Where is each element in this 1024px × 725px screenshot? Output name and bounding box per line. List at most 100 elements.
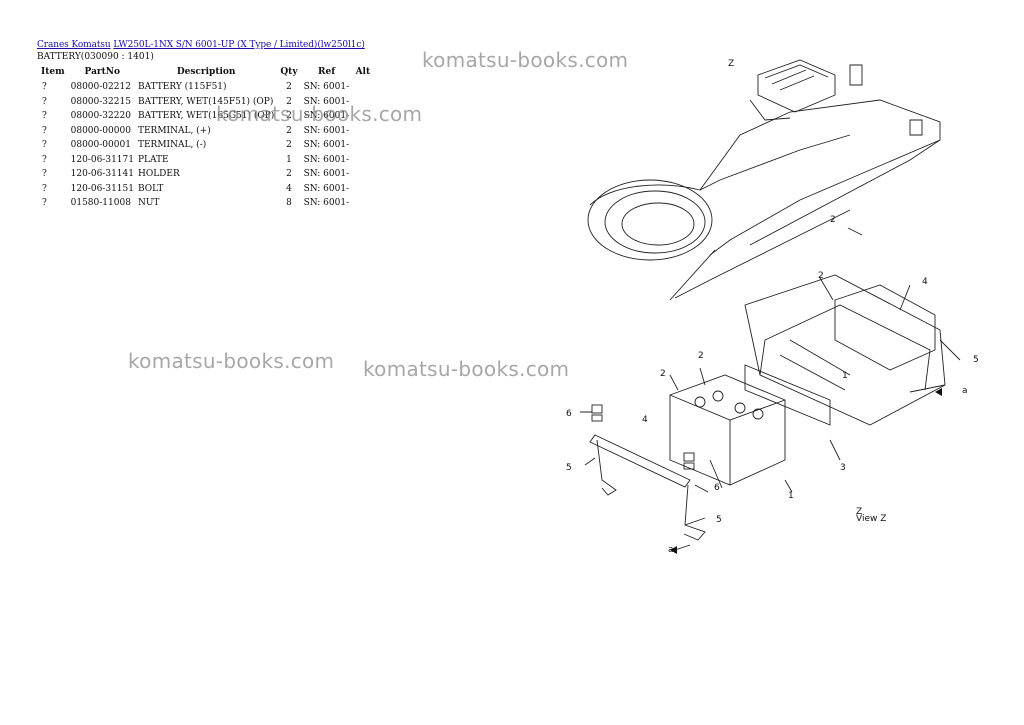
cell-alt	[352, 182, 375, 197]
cell-description: TERMINAL, (-)	[137, 140, 207, 151]
cell-partno: 08000-32215	[70, 96, 131, 107]
parts-table-header: Item PartNo Description Qty Ref Alt	[37, 66, 374, 80]
callout-1b: 1	[788, 491, 794, 501]
frame-battery	[834, 284, 936, 371]
callout-2d: 2	[660, 369, 666, 379]
callout-3: 3	[840, 463, 846, 473]
cell-qty: 2	[286, 140, 292, 151]
cell-item: ?	[42, 111, 47, 122]
watermark: komatsu-books.com	[128, 349, 335, 373]
cell-item: ?	[42, 82, 47, 93]
frame-block	[849, 64, 923, 136]
callout-a-right: a	[962, 386, 968, 396]
bolt-left	[596, 439, 617, 496]
cell-partno: 08000-00001	[70, 140, 131, 151]
breadcrumb: Cranes Komatsu LW250L-1NX S/N 6001-UP (X…	[37, 40, 365, 50]
cell-description: NUT	[137, 198, 160, 209]
parts-diagram: Z 2 2 4 5 1 a 2 2 6 4 3 5 6 1 5 a Z View…	[566, 59, 979, 555]
callout-6a: 6	[566, 409, 572, 419]
table-row: ? 120-06-31141 HOLDER 2 SN: 6001-	[37, 167, 374, 182]
cell-qty: 2	[286, 111, 292, 122]
cell-ref: SN: 6001-	[303, 183, 350, 194]
cell-ref: SN: 6001-	[303, 125, 350, 136]
col-item: Item	[41, 67, 65, 77]
turntable-ring-core	[621, 202, 695, 246]
cell-item: ?	[42, 183, 47, 194]
cell-item: ?	[42, 140, 47, 151]
cell-qty: 2	[286, 125, 292, 136]
table-row: ? 08000-00001 TERMINAL, (-) 2 SN: 6001-	[37, 138, 374, 153]
cell-item: ?	[42, 96, 47, 107]
frame-lower-edge	[669, 139, 941, 301]
callout-a-left: a	[668, 545, 674, 555]
cell-ref: SN: 6001-	[303, 140, 350, 151]
callout-5c: 5	[716, 515, 722, 525]
cell-partno: 08000-02212	[70, 82, 131, 93]
cell-partno: 120-06-31171	[70, 154, 134, 165]
callout-6b: 6	[714, 483, 720, 493]
table-row: ? 120-06-31151 BOLT 4 SN: 6001-	[37, 182, 374, 197]
cell-partno: 120-06-31141	[70, 169, 134, 180]
holder-bar	[589, 434, 691, 488]
z-view-label: Z	[728, 59, 734, 69]
cell-alt	[352, 153, 375, 168]
cell-partno: 01580-11008	[70, 198, 131, 209]
cell-qty: 2	[286, 169, 292, 180]
svg-text:View Z: View Z	[856, 514, 886, 524]
cell-item: ?	[42, 154, 47, 165]
cell-qty: 4	[286, 183, 292, 194]
breadcrumb-link-model[interactable]: LW250L-1NX S/N 6001-UP (X Type / Limited…	[113, 40, 365, 50]
col-description: Description	[176, 67, 236, 77]
cell-ref: SN: 6001-	[303, 82, 350, 93]
callout-4a: 4	[922, 277, 928, 287]
cell-description: BATTERY, WET(165G51) (OP)	[137, 111, 275, 122]
cell-alt	[352, 138, 375, 153]
watermark: komatsu-books.com	[363, 357, 570, 381]
cell-description: PLATE	[137, 154, 169, 165]
battery-1	[669, 374, 786, 486]
table-row: ? 08000-02212 BATTERY (115F51) 2 SN: 600…	[37, 80, 374, 95]
cell-qty: 8	[286, 198, 292, 209]
cell-partno: 08000-00000	[70, 125, 131, 136]
cell-item: ?	[42, 198, 47, 209]
table-row: ? 01580-11008 NUT 8 SN: 6001-	[37, 196, 374, 211]
table-row: ? 08000-32220 BATTERY, WET(165G51) (OP) …	[37, 109, 374, 124]
frame-long-edge	[674, 209, 851, 299]
table-row: ? 08000-32215 BATTERY, WET(145F51) (OP) …	[37, 95, 374, 110]
cell-description: TERMINAL, (+)	[137, 125, 211, 136]
cell-item: ?	[42, 169, 47, 180]
bolt-right	[683, 484, 706, 541]
callout-1a: 1	[842, 371, 848, 381]
cell-partno: 120-06-31151	[70, 183, 134, 194]
cell-alt	[352, 80, 375, 95]
top-battery-box	[757, 59, 836, 113]
nut-left	[591, 404, 603, 414]
callout-2a: 2	[830, 215, 836, 225]
cell-alt	[352, 109, 375, 124]
cell-alt	[352, 196, 375, 211]
breadcrumb-link-category[interactable]: Cranes Komatsu	[37, 40, 111, 50]
cell-description: BATTERY (115F51)	[137, 82, 227, 93]
turntable-ring-outer	[587, 179, 713, 261]
callout-5b: 5	[566, 463, 572, 473]
cell-alt	[352, 124, 375, 139]
callout-5a: 5	[973, 355, 979, 365]
cell-alt	[352, 95, 375, 110]
section-title: BATTERY(030090 : 1401)	[37, 52, 154, 62]
cover-plate	[744, 364, 831, 426]
cell-alt	[352, 167, 375, 182]
cell-ref: SN: 6001-	[303, 154, 350, 165]
nut-right	[683, 452, 695, 462]
turntable-ring-inner	[604, 190, 706, 254]
cell-description: BOLT	[137, 183, 164, 194]
cell-qty: 2	[286, 96, 292, 107]
frame-rib	[699, 134, 851, 191]
callout-2c: 2	[698, 351, 704, 361]
col-partno: PartNo	[84, 67, 121, 77]
col-alt: Alt	[355, 67, 371, 77]
callout-2b: 2	[818, 271, 824, 281]
cell-ref: SN: 6001-	[303, 198, 350, 209]
cell-ref: SN: 6001-	[303, 169, 350, 180]
cell-qty: 2	[286, 82, 292, 93]
cell-qty: 1	[286, 154, 292, 165]
